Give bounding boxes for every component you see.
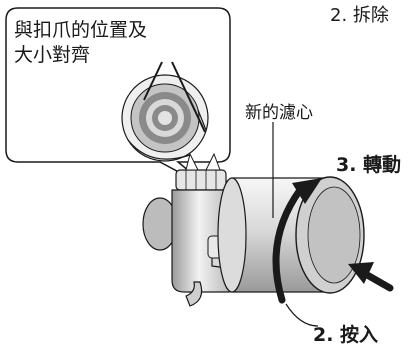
new-core-label: 新的濾心 (245, 103, 313, 123)
claw-ring-closeup (121, 74, 209, 162)
rotate-arrow (272, 178, 322, 327)
callout-text: 與扣爪的位置及 大小對齊 (14, 18, 147, 68)
step2-remove-label: 2. 拆除 (330, 5, 389, 26)
callout-line-2: 大小對齊 (14, 44, 91, 66)
step2-push-label: 2. 按入 (313, 324, 379, 346)
step3-rotate-label: 3. 轉動 (336, 154, 402, 176)
callout-line-1: 與扣爪的位置及 (14, 19, 148, 41)
claw-pointer-lines (143, 61, 206, 133)
filter-cartridge (217, 176, 365, 294)
push-arrow (348, 262, 394, 292)
